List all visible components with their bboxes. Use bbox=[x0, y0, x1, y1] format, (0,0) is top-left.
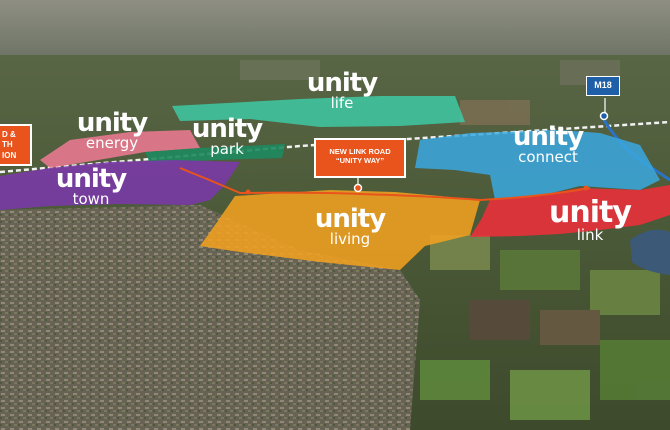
zone-brand: unity bbox=[76, 108, 148, 138]
zone-brand: unity bbox=[306, 68, 378, 98]
zone-label-town: unity town bbox=[48, 166, 134, 207]
new-link-road-route bbox=[179, 167, 591, 202]
zone-name: life bbox=[330, 94, 354, 112]
motorway-marker-dot bbox=[599, 111, 609, 121]
zone-brand: unity bbox=[55, 164, 127, 194]
zone-label-link: unity link bbox=[542, 198, 638, 243]
zone-name: link bbox=[576, 226, 604, 244]
link-road-junction-dot bbox=[583, 185, 589, 191]
callout-line: ION bbox=[2, 150, 17, 160]
zone-connect[interactable] bbox=[415, 130, 660, 200]
zone-label-life: unity life bbox=[300, 70, 384, 111]
zone-town[interactable] bbox=[0, 160, 240, 210]
zone-label-living: unity living bbox=[308, 206, 392, 247]
zone-brand: unity bbox=[549, 195, 632, 230]
callout-line: D & bbox=[2, 130, 16, 139]
link-road-marker-dot bbox=[353, 183, 363, 193]
zone-brand: unity bbox=[191, 114, 263, 144]
zone-label-energy: unity energy bbox=[72, 110, 152, 151]
motorway-label: M18 bbox=[594, 80, 612, 90]
zone-label-park: unity park bbox=[186, 116, 268, 157]
motorway-sign-m18: M18 bbox=[586, 76, 620, 96]
hazy-horizon bbox=[0, 0, 670, 55]
zone-name: park bbox=[210, 140, 244, 158]
zone-living[interactable] bbox=[200, 190, 480, 270]
link-road-junction-dot bbox=[245, 189, 251, 195]
lake bbox=[630, 229, 670, 275]
link-road-callout: NEW LINK ROAD “UNITY WAY” bbox=[314, 138, 406, 178]
partial-callout-box: D & TH ION bbox=[0, 124, 32, 166]
zone-name: living bbox=[329, 230, 371, 248]
callout-title: NEW LINK ROAD bbox=[329, 147, 391, 156]
zone-park[interactable] bbox=[145, 144, 285, 163]
zone-name: connect bbox=[518, 148, 578, 166]
zone-brand: unity bbox=[314, 204, 386, 234]
zone-label-connect: unity connect bbox=[500, 124, 596, 165]
zone-name: town bbox=[72, 190, 110, 208]
zone-brand: unity bbox=[512, 122, 584, 152]
callout-subtitle: “UNITY WAY” bbox=[335, 156, 385, 166]
zone-life[interactable] bbox=[172, 96, 465, 127]
field-patches bbox=[240, 60, 670, 420]
zone-name: energy bbox=[85, 134, 139, 152]
callout-line: TH bbox=[2, 140, 13, 150]
zone-energy[interactable] bbox=[40, 130, 200, 168]
